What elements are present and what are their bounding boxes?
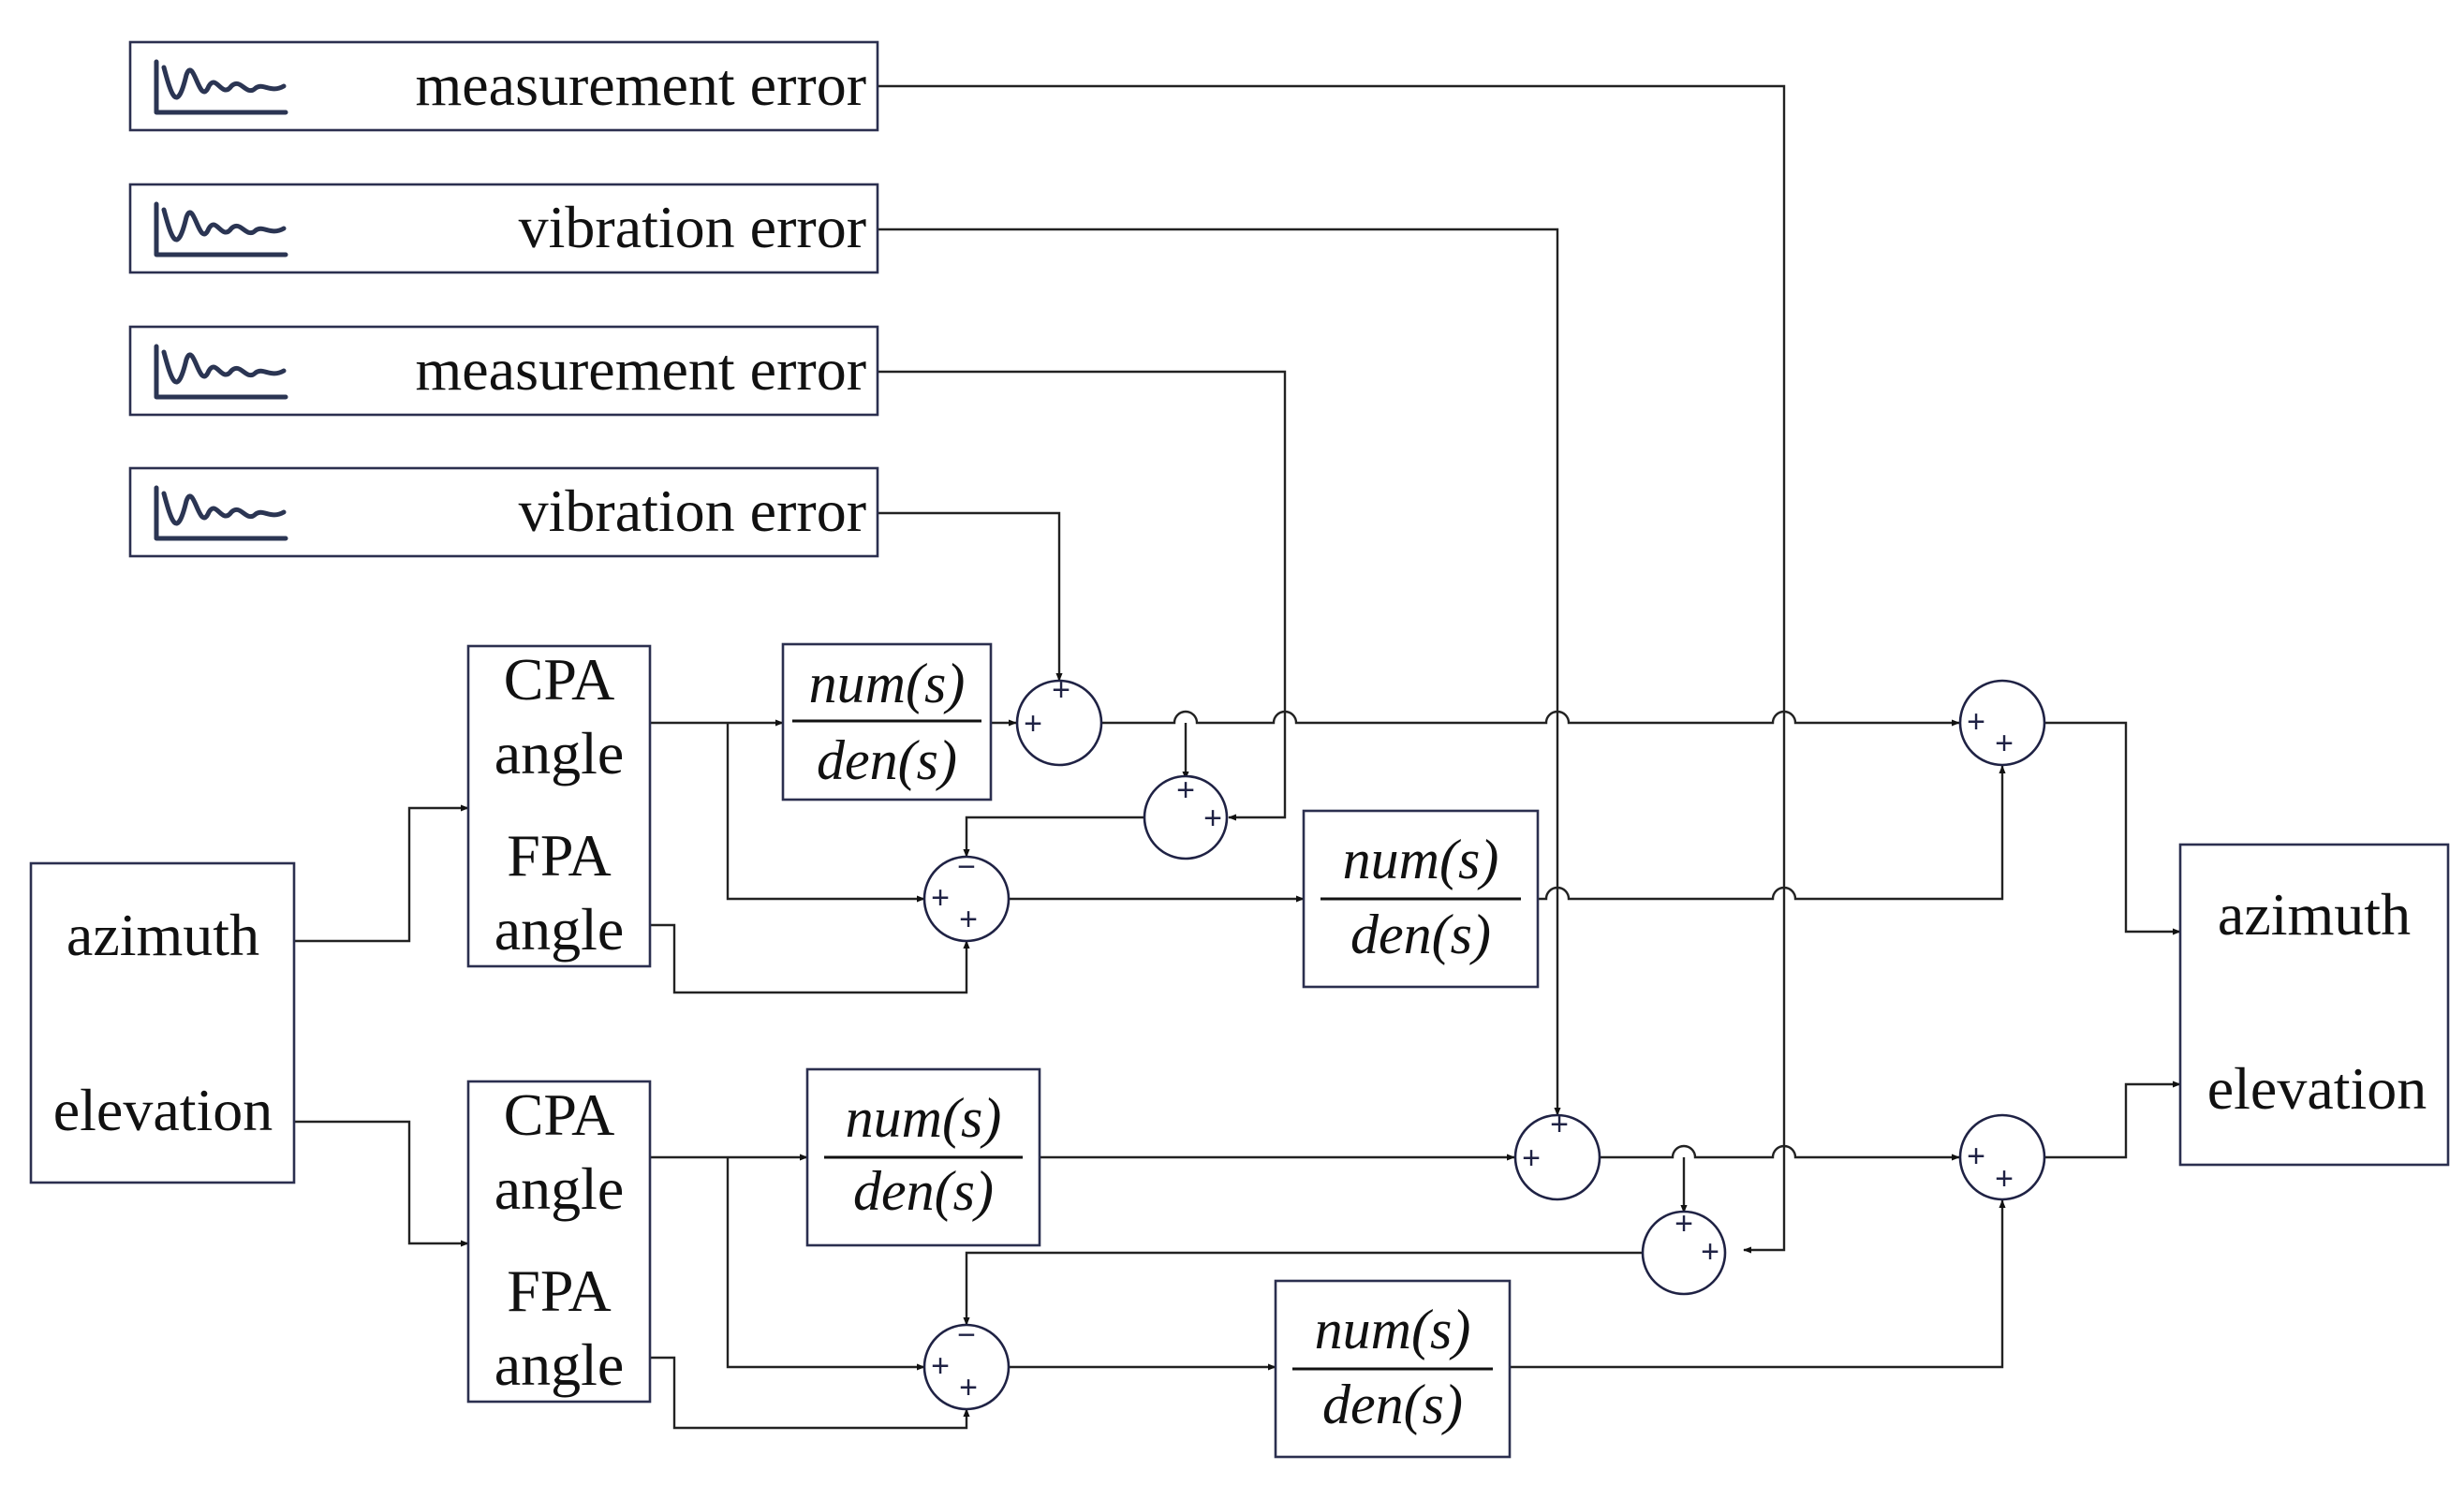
wire-out-elevation <box>2044 1081 2181 1159</box>
tf-numerator: num(s) <box>1315 1299 1471 1360</box>
summing-junction-out-1: + + <box>1958 679 2046 767</box>
plus-sign: + <box>1176 772 1195 808</box>
noise-signal-icon <box>154 59 288 115</box>
source-label-3: measurement error <box>415 336 866 403</box>
summing-junction-top-2: + + <box>1143 772 1229 860</box>
source-label-1: measurement error <box>415 51 866 118</box>
output-elevation-label: elevation <box>2207 1055 2427 1122</box>
source-block-2: vibration error <box>128 183 879 274</box>
noise-signal-icon <box>154 344 288 400</box>
splitter-block-bottom: CPA angle FPA angle <box>466 1080 652 1404</box>
wire-top-fpa <box>650 923 970 994</box>
source-block-3: measurement error <box>128 325 879 417</box>
wire-meas-error-1 <box>878 84 1786 1254</box>
wire-bot-feedback <box>963 1251 1643 1326</box>
transfer-function-4: num(s) den(s) <box>1274 1279 1512 1459</box>
noise-signal-icon <box>154 485 288 541</box>
source-block-1: measurement error <box>128 40 879 132</box>
plus-sign: + <box>1522 1140 1541 1176</box>
cpa-angle-label: angle <box>494 1155 625 1222</box>
tf-numerator: num(s) <box>1343 829 1499 890</box>
plus-sign: + <box>931 880 950 916</box>
wire-meas-error-2 <box>878 370 1287 821</box>
wire-bot-main-path <box>1600 1144 1960 1161</box>
wire-top-main-path <box>1102 710 1960 727</box>
transfer-function-3: num(s) den(s) <box>805 1067 1041 1247</box>
plus-sign: + <box>1995 726 2014 761</box>
fpa-angle-label: angle <box>494 896 625 963</box>
splitter-block-top: CPA angle FPA angle <box>466 644 652 968</box>
wire-bot-fpa <box>650 1356 970 1430</box>
plus-sign: + <box>1052 672 1070 708</box>
summing-junction-bottom-3: − + + <box>922 1317 1011 1411</box>
plus-sign: + <box>1995 1161 2014 1197</box>
wire-top-cpa-branch <box>726 723 925 903</box>
wire-out-azimuth <box>2044 721 2181 935</box>
plus-sign: + <box>1203 801 1222 836</box>
input-block: azimuth elevation <box>29 861 296 1184</box>
wire-azimuth-in <box>294 804 469 943</box>
source-block-4: vibration error <box>128 466 879 558</box>
minus-sign: − <box>957 1317 976 1353</box>
summing-junction-out-2: + + <box>1958 1113 2046 1201</box>
plus-sign: + <box>959 902 978 937</box>
wire-vib-error-1 <box>878 228 1561 1116</box>
wire-elevation-in <box>294 1120 469 1247</box>
tf-denominator: den(s) <box>1350 904 1491 965</box>
source-label-4: vibration error <box>519 478 866 544</box>
plus-sign: + <box>1675 1206 1693 1242</box>
fpa-angle-label: angle <box>494 1331 625 1398</box>
wire-vib-error-2 <box>878 511 1063 682</box>
source-label-2: vibration error <box>519 194 866 260</box>
plus-sign: + <box>1024 706 1042 742</box>
wire-bot-tf4-out <box>1510 1199 2006 1369</box>
plus-sign: + <box>959 1370 978 1405</box>
cpa-label: CPA <box>504 1081 615 1148</box>
wire-top-feedback <box>963 816 1146 858</box>
plus-sign: + <box>1967 1139 1985 1174</box>
output-azimuth-label: azimuth <box>2218 881 2411 948</box>
wire-top-tf2-out <box>1538 765 2006 901</box>
summing-junction-bottom-2: + + <box>1641 1206 1727 1296</box>
plus-sign: + <box>1967 704 1985 740</box>
transfer-function-2: num(s) den(s) <box>1302 809 1540 989</box>
transfer-function-1: num(s) den(s) <box>781 642 993 801</box>
plus-sign: + <box>1701 1234 1719 1270</box>
fpa-label: FPA <box>507 822 612 889</box>
input-azimuth-label: azimuth <box>66 902 259 968</box>
output-block: azimuth elevation <box>2178 843 2450 1167</box>
tf-numerator: num(s) <box>809 653 966 714</box>
tf-denominator: den(s) <box>817 729 957 791</box>
tf-numerator: num(s) <box>846 1087 1002 1149</box>
plus-sign: + <box>931 1348 950 1384</box>
tf-denominator: den(s) <box>1322 1374 1463 1435</box>
minus-sign: − <box>957 849 976 885</box>
input-elevation-label: elevation <box>53 1077 273 1143</box>
fpa-label: FPA <box>507 1257 612 1324</box>
wire-bot-cpa-branch <box>726 1157 925 1371</box>
cpa-label: CPA <box>504 646 615 713</box>
plus-sign: + <box>1550 1107 1569 1142</box>
summing-junction-bottom-1: + + <box>1513 1107 1601 1201</box>
noise-signal-icon <box>154 201 288 257</box>
signal-wires <box>294 84 2181 1430</box>
tf-denominator: den(s) <box>853 1160 994 1222</box>
summing-junction-top-1: + + <box>1015 672 1103 767</box>
summing-junction-top-3: − + + <box>922 849 1011 943</box>
cpa-angle-label: angle <box>494 720 625 787</box>
